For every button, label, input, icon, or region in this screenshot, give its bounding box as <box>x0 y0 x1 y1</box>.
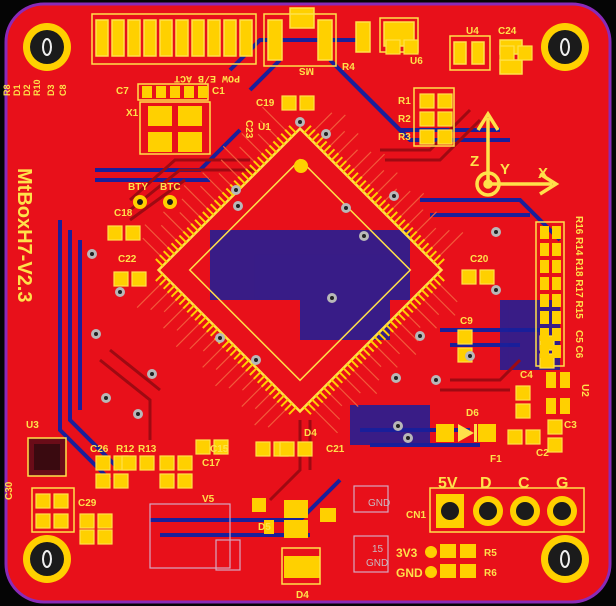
label-c23: C23 <box>243 120 254 139</box>
label-d6: D6 <box>466 408 479 419</box>
top-copper-traces <box>99 108 522 502</box>
crystal-x1 <box>148 106 202 152</box>
mounting-hole-icon <box>23 535 71 583</box>
label-r2: R2 <box>398 114 411 125</box>
label-pin-d: D <box>480 475 492 492</box>
label-bottom-gnd-2: GND <box>366 558 388 569</box>
label-c21: C21 <box>326 444 345 455</box>
power-test-pads <box>425 544 476 578</box>
label-x1: X1 <box>126 108 139 119</box>
bottom-side-silk <box>149 485 389 573</box>
label-u1: U1 <box>258 122 271 133</box>
u1-qfp-chip <box>155 125 445 415</box>
label-v5: V5 <box>202 494 215 505</box>
axis-indicator-icon <box>475 110 560 197</box>
label-d2: D2 <box>22 84 32 96</box>
label-c2: C2 <box>536 448 549 459</box>
board-title: MtBoxH7-V2.3 <box>13 168 35 302</box>
label-c1: C1 <box>212 86 225 97</box>
label-r8: R8 <box>2 84 12 96</box>
label-d1: D1 <box>12 84 22 96</box>
label-bottom-gnd: GND <box>368 498 390 509</box>
label-f1: F1 <box>490 454 502 465</box>
label-c15: C15 <box>210 444 229 455</box>
u2-chip <box>546 372 570 414</box>
label-c17: C17 <box>202 458 221 469</box>
label-r12: R12 <box>116 444 135 455</box>
label-c4: C4 <box>520 370 533 381</box>
label-axis-x: X <box>538 165 548 182</box>
label-pin-c: C <box>518 475 530 492</box>
battery-test-points <box>133 195 177 209</box>
resistor-column <box>540 226 561 358</box>
label-c5-c6: C5 C6 <box>573 330 584 359</box>
label-d4-top: D4 <box>304 428 317 439</box>
label-gnd: GND <box>396 566 423 580</box>
label-r3: R3 <box>398 132 411 143</box>
label-r6: R6 <box>484 568 497 579</box>
label-cn1: CN1 <box>406 510 426 521</box>
label-d3: D3 <box>46 84 56 96</box>
u3-chip <box>27 437 67 477</box>
d4-d5-diodes <box>252 498 336 578</box>
label-axis-y: Y <box>500 161 510 178</box>
c7-row-pads <box>142 86 208 98</box>
label-r5: R5 <box>484 548 497 559</box>
label-r4: R4 <box>342 62 355 73</box>
label-btc: BTC <box>160 182 181 193</box>
label-u6: U6 <box>410 56 423 67</box>
ground-pour-regions <box>210 230 560 445</box>
chip-fanout <box>136 106 464 434</box>
label-c7: C7 <box>116 86 129 97</box>
label-u4: U4 <box>466 26 479 37</box>
label-r1: R1 <box>398 96 411 107</box>
label-c20: C20 <box>470 254 489 265</box>
label-c24: C24 <box>498 26 517 37</box>
label-bottom-15: 15 <box>372 544 384 555</box>
label-pin-5v: 5V <box>438 475 458 492</box>
label-d5: D5 <box>258 522 271 533</box>
label-led-row: POW E/B ACT <box>174 72 240 84</box>
label-c9: C9 <box>460 316 473 327</box>
label-c8: C8 <box>58 84 68 96</box>
cn1-connector <box>436 494 577 528</box>
label-ms: MS <box>299 65 314 76</box>
label-c3: C3 <box>564 420 577 431</box>
mounting-hole-icon <box>23 23 71 71</box>
label-3v3: 3V3 <box>396 546 418 560</box>
label-c30: C30 <box>4 481 15 500</box>
label-u3: U3 <box>26 420 39 431</box>
d4-outline <box>281 547 321 585</box>
label-bty: BTY <box>128 182 148 193</box>
passive-components <box>35 39 563 545</box>
label-c22: C22 <box>118 254 137 265</box>
label-resistor-column: R16 R14 R18 R17 R15 <box>573 216 584 319</box>
mounting-hole-icon <box>541 535 589 583</box>
label-r10: R10 <box>32 79 42 96</box>
label-c26: C26 <box>90 444 109 455</box>
label-c29: C29 <box>78 498 97 509</box>
mounting-hole-icon <box>541 23 589 71</box>
label-d4: D4 <box>296 590 309 601</box>
label-r13: R13 <box>138 444 157 455</box>
vias <box>87 117 501 443</box>
silk-outlines <box>31 13 585 533</box>
label-c18: C18 <box>114 208 133 219</box>
d6-diode <box>436 424 496 442</box>
label-axis-z: Z <box>470 153 479 170</box>
label-pin-g: G <box>556 475 568 492</box>
label-c19: C19 <box>256 98 275 109</box>
label-u2: U2 <box>579 384 590 397</box>
